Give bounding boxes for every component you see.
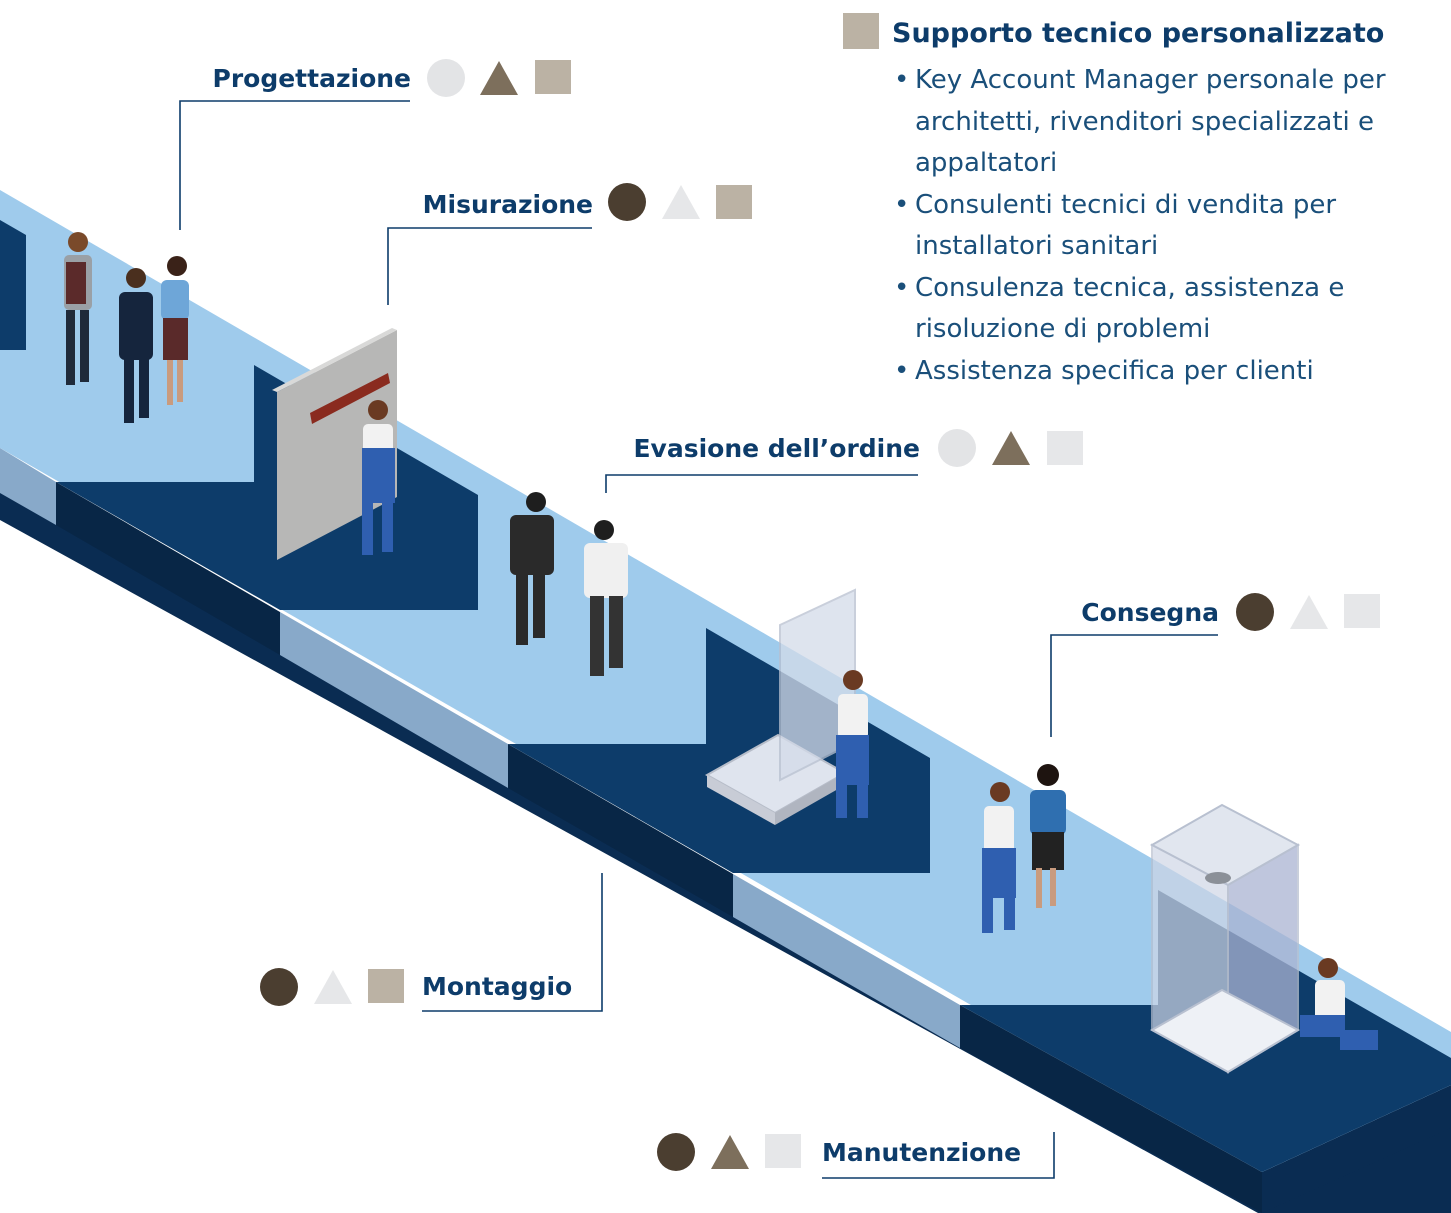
- handshake-illustration: [510, 492, 628, 676]
- leader-evasione: [605, 474, 918, 493]
- leader-consegna: [1050, 634, 1218, 737]
- people-group-planning: [64, 232, 189, 423]
- square-marker: [716, 185, 752, 219]
- leader-progettazione: [179, 100, 410, 230]
- markers-manutenzione: [657, 1133, 801, 1171]
- path-side-light-3: [733, 874, 960, 1048]
- leader-manutenzione: [822, 1132, 1055, 1179]
- legend-bullet: Key Account Manager personale per archit…: [892, 60, 1445, 185]
- markers-montaggio: [260, 968, 404, 1006]
- circle-marker: [427, 59, 465, 97]
- triangle-marker: [711, 1135, 749, 1169]
- circle-marker: [608, 183, 646, 221]
- path-side-dark-2: [508, 744, 733, 917]
- square-marker: [765, 1134, 801, 1168]
- circle-marker: [657, 1133, 695, 1171]
- triangle-marker: [992, 431, 1030, 465]
- stage-label-misurazione: Misurazione: [422, 190, 593, 219]
- stage-label-manutenzione: Manutenzione: [822, 1138, 1022, 1167]
- triangle-marker: [1290, 595, 1328, 629]
- path-side-end: [1262, 1085, 1451, 1213]
- path-side-dark-1: [56, 482, 280, 655]
- legend-bullet-list: Key Account Manager personale per archit…: [892, 60, 1445, 392]
- stage-label-progettazione: Progettazione: [212, 64, 412, 93]
- stage-label-evasione: Evasione dell’ordine: [633, 434, 920, 463]
- triangle-marker: [314, 970, 352, 1004]
- markers-evasione: [938, 429, 1083, 467]
- shower-install-illustration: [704, 588, 869, 825]
- stage-label-consegna: Consegna: [1081, 598, 1219, 627]
- legend-swatch: [843, 13, 879, 49]
- leader-misurazione: [387, 227, 592, 305]
- shower-maintenance-illustration: [1149, 803, 1378, 1074]
- delivery-illustration: [982, 764, 1066, 933]
- circle-marker: [260, 968, 298, 1006]
- square-marker: [1047, 431, 1083, 465]
- legend-bullet: Consulenti tecnici di vendita per instal…: [892, 185, 1355, 268]
- circle-marker: [938, 429, 976, 467]
- circle-marker: [1236, 593, 1274, 631]
- leader-montaggio: [422, 873, 603, 1012]
- leader-lines: [179, 100, 1218, 1179]
- stage-label-montaggio: Montaggio: [422, 972, 573, 1001]
- markers-misurazione: [608, 183, 752, 221]
- path-side-light-1: [0, 448, 56, 525]
- legend-bullet-text: Consulenti tecnici di vendita per instal…: [915, 189, 1337, 262]
- wall-measuring-illustration: [272, 328, 397, 560]
- square-marker: [1344, 594, 1380, 628]
- markers-progettazione: [427, 59, 571, 97]
- markers-consegna: [1236, 593, 1380, 631]
- path-side-dark-3: [960, 1005, 1262, 1213]
- legend-bullet: Consulenza tecnica, assistenza e risoluz…: [892, 268, 1365, 351]
- legend-bullet-text: Assistenza specifica per clienti: [915, 355, 1314, 386]
- square-marker: [535, 60, 571, 94]
- path-left-block: [0, 220, 26, 350]
- step-block-2: [508, 628, 930, 873]
- legend-title: Supporto tecnico personalizzato: [892, 18, 1385, 49]
- square-marker: [368, 969, 404, 1003]
- legend-bullet: Assistenza specifica per clienti: [892, 351, 1445, 393]
- path-side-light-2: [280, 612, 508, 788]
- legend-bullet-text: Key Account Manager personale per archit…: [915, 65, 1386, 178]
- legend-bullet-text: Consulenza tecnica, assistenza e risoluz…: [915, 272, 1345, 345]
- triangle-marker: [662, 185, 700, 219]
- triangle-marker: [480, 61, 518, 95]
